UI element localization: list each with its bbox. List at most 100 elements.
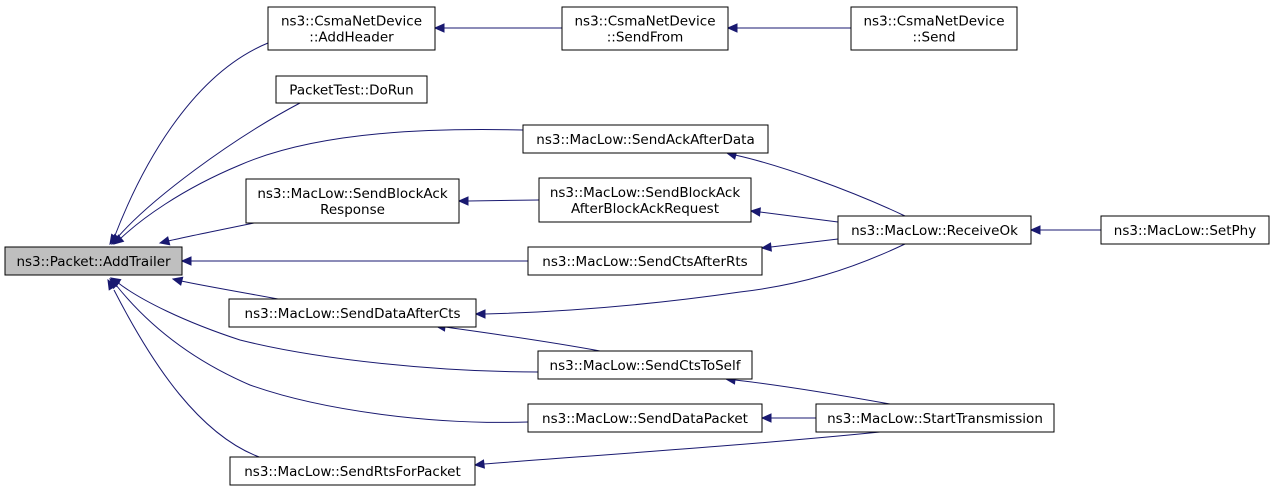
node-layer: ns3::Packet::AddTrailer ns3::CsmaNetDevic… <box>4 6 1270 486</box>
node-send-cts-after-rts[interactable]: ns3::MacLow::SendCtsAfterRts <box>527 246 763 276</box>
edge-send-block-ack-after-request-to-send-block-ack-response <box>457 196 540 206</box>
edge-line <box>116 281 539 373</box>
node-label: ns3::MacLow::SendRtsForPacket <box>244 464 461 480</box>
edge-receive-ok-to-send-block-ack-after-request <box>749 207 839 223</box>
arrowhead-icon <box>113 234 125 245</box>
node-box <box>537 350 753 380</box>
node-label: ns3::MacLow::SendCtsAfterRts <box>542 254 747 270</box>
edge-send-cts-after-rts-to-add-trailer <box>180 256 528 266</box>
arrowhead-icon <box>180 256 192 266</box>
edge-line <box>119 128 524 240</box>
edge-set-phy-to-receive-ok <box>1029 225 1101 235</box>
node-box <box>4 246 183 276</box>
edge-send-rts-for-packet-to-add-trailer <box>107 278 269 461</box>
arrowhead-icon <box>474 309 486 319</box>
node-csma-send-from[interactable]: ns3::CsmaNetDevice::SendFrom <box>561 6 729 51</box>
edge-csma-add-header-to-add-trailer <box>109 42 269 246</box>
node-label: ns3::CsmaNetDevice <box>863 14 1004 30</box>
edge-line <box>444 326 601 352</box>
node-box <box>1100 215 1270 245</box>
node-box <box>229 456 476 486</box>
node-box <box>815 403 1055 433</box>
node-label: ::AddHeader <box>309 30 394 46</box>
node-send-block-ack-after-request[interactable]: ns3::MacLow::SendBlockAckAfterBlockAckRe… <box>538 177 752 223</box>
node-box <box>267 6 436 51</box>
edge-line <box>116 102 301 239</box>
edge-line <box>115 284 529 423</box>
arrowhead-icon <box>473 459 485 469</box>
node-box <box>275 75 428 104</box>
node-box <box>538 177 752 223</box>
node-box <box>527 246 763 276</box>
node-label: ns3::CsmaNetDevice <box>574 14 715 30</box>
edge-start-transmission-to-send-cts-to-self <box>724 375 891 405</box>
edge-send-block-ack-response-to-add-trailer <box>158 222 255 246</box>
edge-send-data-after-cts-to-add-trailer <box>171 276 279 300</box>
arrowhead-icon <box>171 276 184 286</box>
node-label: AfterBlockAckRequest <box>571 201 719 217</box>
node-receive-ok[interactable]: ns3::MacLow::ReceiveOk <box>837 215 1032 245</box>
node-label: PacketTest::DoRun <box>289 83 413 99</box>
node-label: ns3::Packet::AddTrailer <box>16 254 171 270</box>
node-send-cts-to-self[interactable]: ns3::MacLow::SendCtsToSelf <box>537 350 753 380</box>
node-send-data-after-cts[interactable]: ns3::MacLow::SendDataAfterCts <box>228 298 477 328</box>
edge-line <box>167 222 255 242</box>
edge-line <box>484 243 906 315</box>
node-send-data-packet[interactable]: ns3::MacLow::SendDataPacket <box>527 403 763 433</box>
node-csma-add-header[interactable]: ns3::CsmaNetDevice::AddHeader <box>267 6 436 51</box>
arrowhead-icon <box>726 23 738 33</box>
edge-start-transmission-to-send-rts-for-packet <box>473 431 881 469</box>
node-add-trailer: ns3::Packet::AddTrailer <box>4 246 183 276</box>
node-box <box>228 298 477 328</box>
node-box <box>850 6 1018 51</box>
edge-line <box>734 154 906 217</box>
node-start-transmission[interactable]: ns3::MacLow::StartTransmission <box>815 403 1055 433</box>
node-label: ns3::MacLow::SendCtsToSelf <box>550 358 742 374</box>
node-send-rts-for-packet[interactable]: ns3::MacLow::SendRtsForPacket <box>229 456 476 486</box>
arrowhead-icon <box>749 207 761 217</box>
node-set-phy[interactable]: ns3::MacLow::SetPhy <box>1100 215 1270 245</box>
node-label: ns3::MacLow::SendDataAfterCts <box>245 306 461 322</box>
node-label: ::Send <box>912 30 955 46</box>
node-label: ns3::MacLow::SendDataPacket <box>542 411 748 427</box>
edge-line <box>467 199 540 202</box>
node-packet-test-do-run[interactable]: PacketTest::DoRun <box>275 75 428 104</box>
arrowhead-icon <box>760 413 772 423</box>
edge-receive-ok-to-send-ack-after-data <box>725 150 906 217</box>
node-box <box>245 178 460 224</box>
arrowhead-icon <box>433 23 445 33</box>
arrowhead-icon <box>457 196 469 206</box>
arrowhead-icon <box>107 278 117 291</box>
edge-send-ack-after-data-to-add-trailer <box>113 128 524 245</box>
edge-line <box>113 289 269 461</box>
edge-receive-ok-to-send-data-after-cts <box>474 243 906 319</box>
node-label: ns3::MacLow::SendBlockAck <box>257 186 447 202</box>
edge-receive-ok-to-send-cts-after-rts <box>760 238 839 252</box>
node-box <box>837 215 1032 245</box>
node-csma-send[interactable]: ns3::CsmaNetDevice::Send <box>850 6 1018 51</box>
node-label: ns3::MacLow::SetPhy <box>1114 223 1256 239</box>
node-box <box>522 124 769 154</box>
edge-layer <box>107 23 1101 469</box>
edge-line <box>734 379 891 405</box>
edge-line <box>483 431 881 465</box>
arrowhead-icon <box>158 236 171 246</box>
node-label: ns3::MacLow::SendAckAfterData <box>536 132 754 148</box>
node-label: ::SendFrom <box>607 30 684 46</box>
node-label: ns3::MacLow::StartTransmission <box>827 411 1043 427</box>
node-box <box>561 6 729 51</box>
edge-line <box>113 42 269 239</box>
edge-start-transmission-to-send-data-packet <box>760 413 816 423</box>
edge-csma-send-from-to-csma-add-header <box>433 23 562 33</box>
edge-line <box>180 280 279 300</box>
node-box <box>527 403 763 433</box>
node-label: ns3::MacLow::SendBlockAck <box>550 185 740 201</box>
node-label: ns3::MacLow::ReceiveOk <box>851 223 1018 239</box>
edge-line <box>770 238 839 248</box>
node-label: Response <box>320 202 385 218</box>
node-send-ack-after-data[interactable]: ns3::MacLow::SendAckAfterData <box>522 124 769 154</box>
arrowhead-icon <box>760 242 772 252</box>
node-label: ns3::CsmaNetDevice <box>281 14 422 30</box>
